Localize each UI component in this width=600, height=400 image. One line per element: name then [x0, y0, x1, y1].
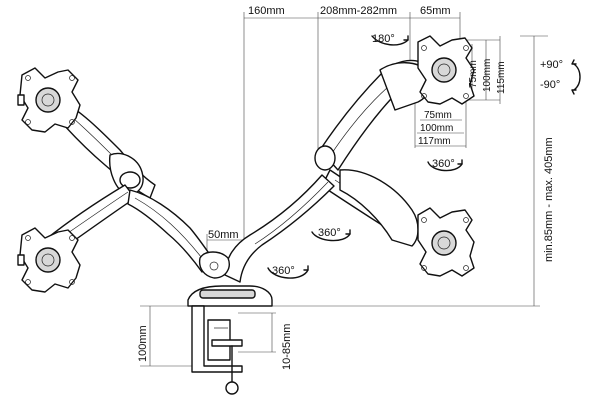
vesa-height-75-label: 75mm	[468, 60, 479, 88]
pole-gap-label: 50mm	[208, 229, 239, 241]
vesa-width-75-label: 75mm	[424, 110, 452, 121]
height-range-label: min.85mm - max. 405mm	[543, 137, 555, 262]
center-riser	[198, 174, 335, 283]
right-top-vesa-plate	[417, 35, 475, 105]
vesa-width-100-label: 100mm	[420, 123, 453, 134]
right-bottom-vesa-plate	[417, 207, 475, 277]
tilt-up-label: +90°	[540, 59, 563, 71]
rotate-360-arm-label: 360°	[318, 227, 341, 239]
rotation-arrows	[267, 35, 581, 279]
desk-clamp	[191, 305, 243, 395]
rotate-360-plate-label: 360°	[432, 158, 455, 170]
rotate-180-label: 180°	[372, 33, 395, 45]
vesa-height-100-label: 100mm	[482, 59, 493, 92]
clamp-range-label: 10-85mm	[281, 324, 293, 370]
right-upper-arm	[314, 59, 432, 171]
plate-offset-label: 208mm-282mm	[320, 5, 397, 17]
vesa-width-117-label: 117mm	[418, 136, 451, 147]
left-bottom-vesa-plate	[17, 227, 81, 293]
arm-reach-label: 160mm	[248, 5, 285, 17]
rotate-360-base-label: 360°	[272, 265, 295, 277]
tilt-down-label: -90°	[540, 79, 560, 91]
vesa-height-115-label: 115mm	[496, 61, 507, 94]
clamp-height-label: 100mm	[137, 325, 149, 362]
left-top-vesa-plate	[17, 67, 81, 133]
desk-base	[187, 285, 273, 307]
plate-depth-label: 65mm	[420, 5, 451, 17]
